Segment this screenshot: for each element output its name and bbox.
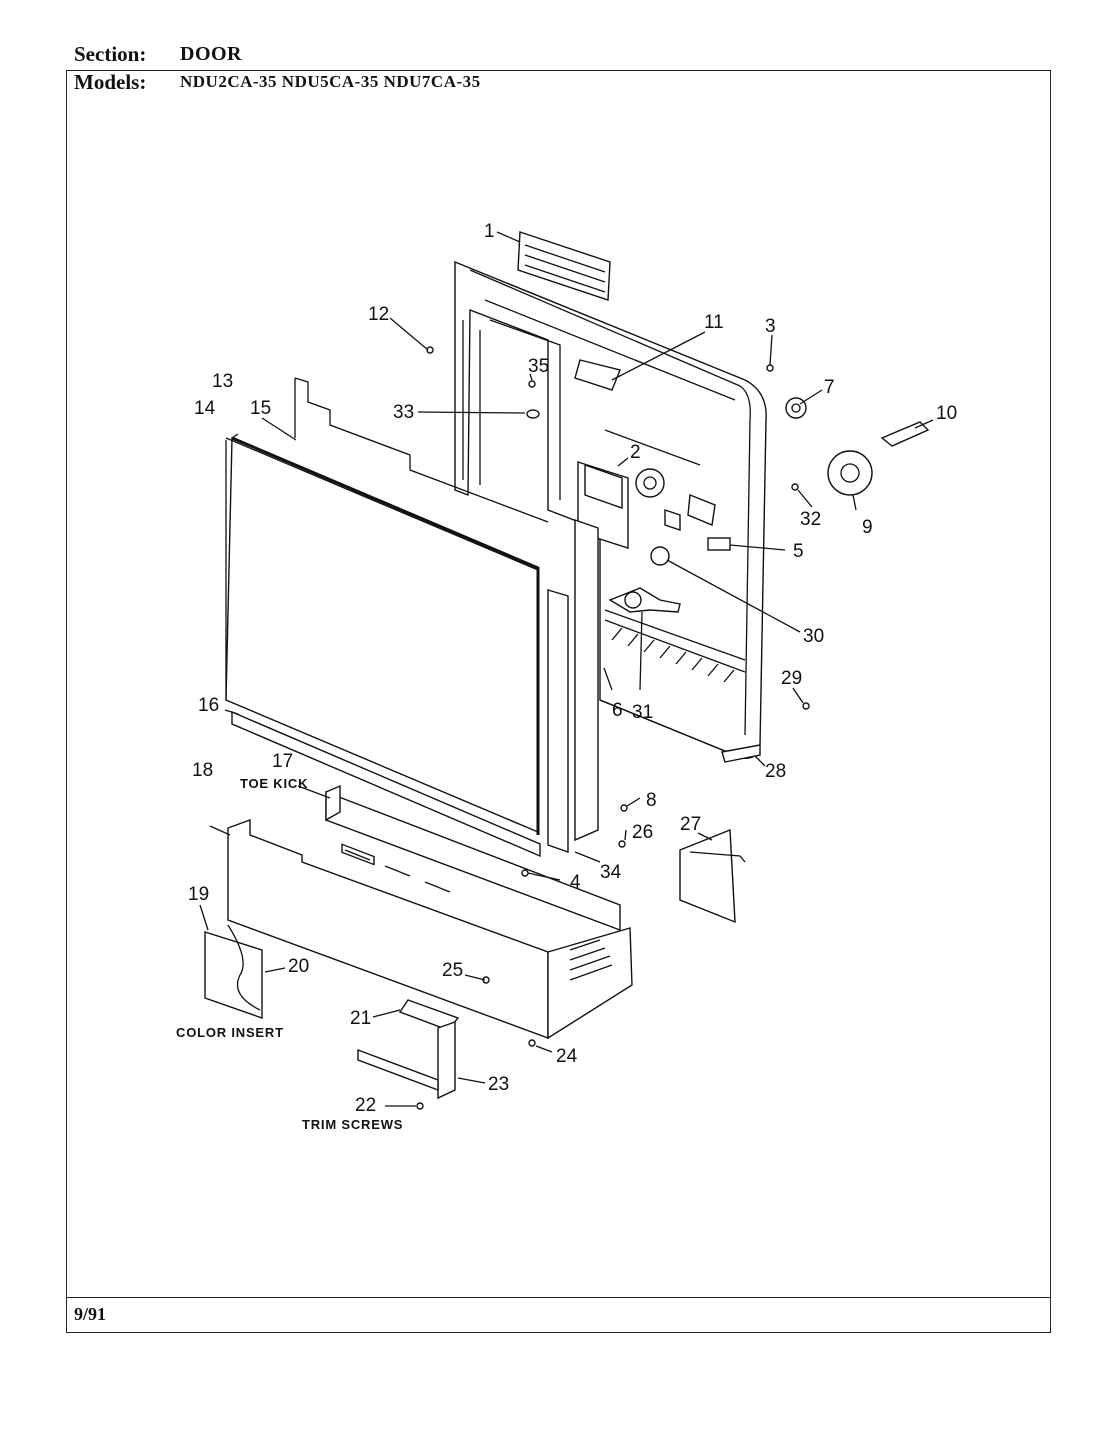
- callout-13: 13: [212, 371, 233, 392]
- callout-9: 9: [862, 517, 873, 538]
- callout-21: 21: [350, 1008, 371, 1029]
- callout-16: 16: [198, 695, 219, 716]
- callout-31: 31: [632, 702, 653, 723]
- footer-date: 9/91: [74, 1304, 107, 1324]
- callout-27: 27: [680, 814, 701, 835]
- callout-2: 2: [630, 442, 641, 463]
- panel-frame-15: [294, 377, 549, 523]
- toe-kick-caption: TOE KICK: [240, 776, 308, 791]
- toe-kick-17: [325, 784, 621, 932]
- callout-15: 15: [250, 398, 271, 419]
- callout-6: 6: [612, 700, 623, 721]
- models-value: NDU2CA-35 NDU5CA-35 NDU7CA-35: [180, 72, 481, 91]
- callout-8: 8: [646, 790, 657, 811]
- callout-34: 34: [600, 862, 622, 883]
- access-panel-27: [679, 828, 746, 924]
- callout-22: 22: [355, 1095, 376, 1116]
- callout-1: 1: [484, 221, 495, 242]
- trim-screws-caption: TRIM SCREWS: [302, 1117, 403, 1132]
- models-label: Models:: [74, 70, 147, 94]
- callout-20: 20: [288, 956, 309, 977]
- callout-28: 28: [765, 761, 786, 782]
- diagram-frame: [66, 70, 1051, 1333]
- callout-12: 12: [368, 304, 389, 325]
- callout-26: 26: [632, 822, 653, 843]
- callout-3: 3: [765, 316, 776, 337]
- callout-25: 25: [442, 960, 463, 981]
- callout-10: 10: [936, 403, 957, 424]
- trim-brackets: [357, 999, 460, 1100]
- section-value: DOOR: [180, 43, 242, 65]
- callout-29: 29: [781, 668, 802, 689]
- callout-30: 30: [803, 626, 824, 647]
- callout-14: 14: [194, 398, 216, 419]
- side-channel-34: [547, 519, 599, 853]
- footer-divider: [66, 1297, 1051, 1298]
- callout-23: 23: [488, 1074, 509, 1095]
- latch-assembly: [574, 359, 681, 613]
- base-panel-18: [227, 819, 633, 1040]
- leader-lines: [199, 231, 934, 1107]
- callout-24: 24: [556, 1046, 578, 1067]
- callout-5: 5: [793, 541, 804, 562]
- callout-19: 19: [188, 884, 209, 905]
- callout-32: 32: [800, 509, 821, 530]
- callout-18: 18: [192, 760, 213, 781]
- outer-door-panel: [225, 436, 541, 858]
- callout-4: 4: [570, 872, 581, 893]
- callout-35: 35: [528, 356, 549, 377]
- callout-17: 17: [272, 751, 293, 772]
- section-label: Section:: [74, 42, 147, 66]
- callout-7: 7: [824, 377, 835, 398]
- callout-11: 11: [704, 312, 724, 333]
- color-insert: [204, 924, 263, 1019]
- callout-labels: 1 2 3 4 5 6 7 8 9 10 11 12 13 14 15 16 1…: [188, 221, 957, 1116]
- callout-33: 33: [393, 402, 414, 423]
- color-insert-caption: COLOR INSERT: [176, 1025, 284, 1040]
